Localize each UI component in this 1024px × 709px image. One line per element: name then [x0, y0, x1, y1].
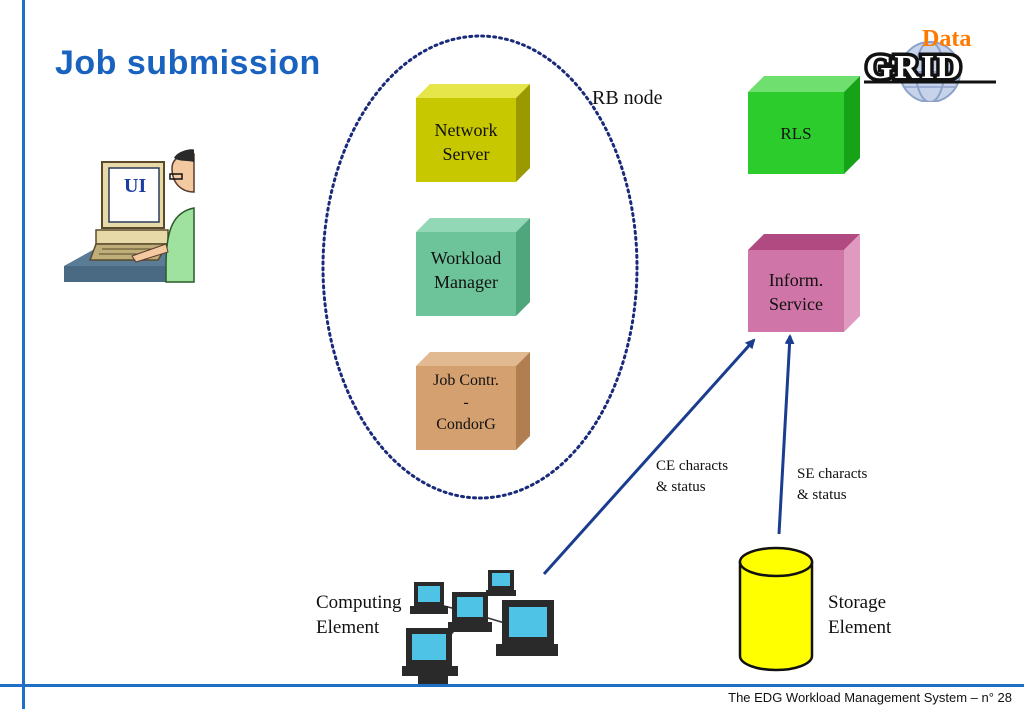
network-server-line-1: Network [434, 120, 498, 140]
information-service-line-2: Service [769, 294, 823, 314]
computer-icon-2 [410, 582, 448, 614]
left-accent-rule [22, 0, 25, 709]
network-server-line-2: Server [442, 144, 490, 164]
bottom-accent-rule [0, 684, 1024, 687]
ce-status-arrow [542, 338, 756, 576]
rb-node-label: RB node [592, 87, 663, 109]
storage-element-cylinder [738, 546, 814, 672]
slide-title: Job submission [55, 44, 321, 82]
ce-charact-line-2: & status [656, 479, 706, 495]
network-server-box: Network Server [416, 84, 532, 184]
rb-node-boundary [321, 34, 639, 500]
computer-icon-5 [402, 628, 458, 684]
ui-workstation: UI [62, 148, 196, 286]
storage-element-line-2: Element [828, 617, 892, 638]
workload-manager-box: Workload Manager [416, 218, 532, 318]
computing-element-line-2: Element [316, 617, 380, 638]
workload-manager-line-1: Workload [430, 248, 502, 268]
computer-icon-4 [496, 600, 558, 656]
slide-footer: The EDG Workload Management System – n° … [728, 690, 1012, 705]
job-controller-line-3: CondorG [436, 416, 496, 433]
storage-element-line-1: Storage [828, 592, 887, 613]
logo-top-text: Data [922, 26, 971, 52]
workload-manager-line-2: Manager [434, 272, 498, 292]
computer-icon-1 [486, 570, 516, 596]
computer-icon-3 [448, 592, 492, 632]
information-service-line-1: Inform. [768, 270, 824, 290]
ce-charact-line-1: CE characts [656, 458, 729, 474]
storage-element-label: Storage Element [828, 590, 891, 640]
ce-charact-label: CE characts & status [656, 456, 728, 498]
datagrid-logo: Data GRID [860, 22, 1000, 103]
job-controller-box: Job Contr. - CondorG [416, 352, 532, 452]
se-charact-line-1: SE characts [797, 466, 868, 482]
se-status-arrow [777, 334, 795, 535]
job-controller-line-2: - [463, 394, 469, 411]
computing-element-line-1: Computing [316, 592, 402, 613]
ui-workstation-illustration [64, 149, 195, 283]
se-charact-line-2: & status [797, 487, 847, 503]
ui-label: UI [124, 175, 147, 197]
se-charact-label: SE characts & status [797, 464, 867, 506]
computing-element-cluster [402, 570, 558, 684]
rls-box: RLS [748, 76, 862, 176]
information-service-box: Inform. Service [748, 234, 862, 334]
job-controller-line-1: Job Contr. [433, 372, 499, 389]
computing-element-label: Computing Element [316, 590, 402, 640]
rls-label: RLS [780, 124, 812, 143]
